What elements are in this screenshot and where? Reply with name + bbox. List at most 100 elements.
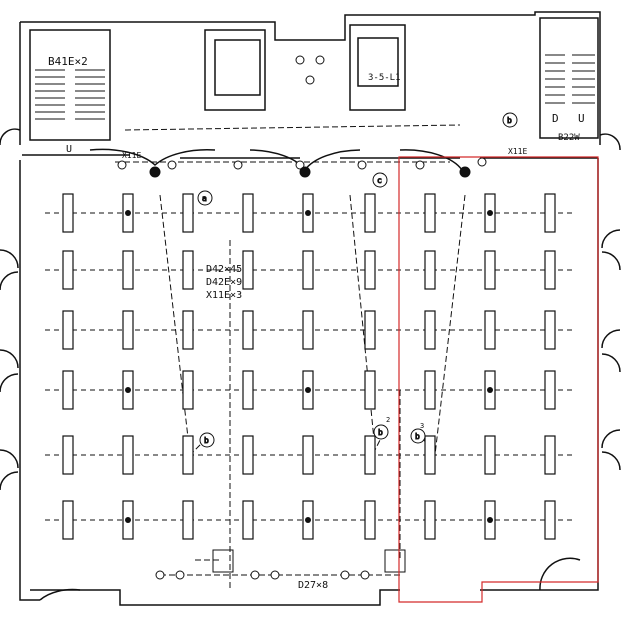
stair-treads <box>35 54 595 120</box>
light-fixture <box>544 500 556 540</box>
light-outlet <box>360 570 370 580</box>
light-fixture <box>364 435 376 475</box>
light-fixture <box>302 250 314 290</box>
circuit-marker <box>199 432 215 448</box>
light-outlet <box>315 55 325 65</box>
light-fixture <box>544 310 556 350</box>
label-stair-left: B41E×2 <box>48 55 88 68</box>
label-main-2: D42E×9 <box>206 277 242 288</box>
light-fixture <box>364 250 376 290</box>
fixture-junction <box>125 387 131 393</box>
circuit-marker-label: b <box>507 116 512 125</box>
circuit-marker <box>372 172 388 188</box>
label-panel: 3-5-L1 <box>368 73 401 83</box>
exit-light <box>299 166 311 178</box>
light-fixture <box>424 310 436 350</box>
light-fixture <box>122 435 134 475</box>
circuit-marker <box>502 112 518 128</box>
light-fixture <box>122 310 134 350</box>
fixture-junction <box>487 517 493 523</box>
light-fixture <box>182 193 194 233</box>
label-door-d: D <box>552 112 559 125</box>
circuit-marker-label: b <box>204 436 209 445</box>
light-fixture <box>122 250 134 290</box>
label-exit-right: X11E <box>508 147 527 156</box>
light-fixture <box>182 500 194 540</box>
light-outlet <box>175 570 185 580</box>
light-fixture <box>424 500 436 540</box>
label-door-u2: U <box>66 144 72 155</box>
light-outlet <box>340 570 350 580</box>
light-fixture <box>242 370 254 410</box>
light-outlet <box>233 160 243 170</box>
light-fixture <box>182 370 194 410</box>
circuit-marker-label: b <box>378 428 383 437</box>
light-fixture <box>62 500 74 540</box>
light-fixture <box>242 435 254 475</box>
light-outlet <box>415 160 425 170</box>
light-outlet <box>477 157 487 167</box>
light-outlet <box>295 160 305 170</box>
label-bottom: D27×8 <box>298 580 328 591</box>
light-fixture <box>484 250 496 290</box>
light-fixture <box>302 310 314 350</box>
light-fixture <box>364 500 376 540</box>
exit-light <box>149 166 161 178</box>
label-main-3: X11E×3 <box>206 290 242 301</box>
light-outlet <box>270 570 280 580</box>
light-fixture <box>424 435 436 475</box>
fixture-junction <box>125 517 131 523</box>
light-fixture <box>484 310 496 350</box>
light-fixture <box>424 193 436 233</box>
fixture-junction <box>305 210 311 216</box>
fixture-junction <box>487 387 493 393</box>
light-fixture <box>364 310 376 350</box>
light-fixture <box>242 500 254 540</box>
light-fixture <box>364 193 376 233</box>
light-fixture <box>302 435 314 475</box>
light-fixture <box>544 193 556 233</box>
light-fixture <box>242 250 254 290</box>
light-outlet <box>117 160 127 170</box>
light-fixture <box>62 250 74 290</box>
light-fixture <box>544 370 556 410</box>
label-circuit-3: 3 <box>420 422 424 430</box>
panel-box-2 <box>384 549 406 573</box>
label-main-1: D42×45 <box>206 264 242 275</box>
fixture-junction <box>125 210 131 216</box>
label-stair-right: B22W <box>558 133 580 143</box>
light-fixture <box>424 370 436 410</box>
light-outlet <box>250 570 260 580</box>
circuit-marker-label: c <box>377 176 382 185</box>
light-fixture <box>364 370 376 410</box>
light-fixture <box>62 310 74 350</box>
circuit-marker <box>197 190 213 206</box>
circuit-marker <box>410 428 426 444</box>
light-fixture <box>242 193 254 233</box>
highlight-region <box>398 156 599 603</box>
light-outlet <box>155 570 165 580</box>
light-fixture <box>242 310 254 350</box>
light-fixture <box>544 435 556 475</box>
light-outlet <box>295 55 305 65</box>
fixture-junction <box>305 387 311 393</box>
light-fixture <box>544 250 556 290</box>
exit-light <box>459 166 471 178</box>
label-circuit-2: 2 <box>386 416 390 424</box>
light-fixture <box>484 435 496 475</box>
light-fixture <box>182 435 194 475</box>
circuit-marker <box>373 424 389 440</box>
light-fixture <box>182 310 194 350</box>
circuit-marker-label: b <box>415 432 420 441</box>
light-outlet <box>357 160 367 170</box>
light-fixture <box>62 193 74 233</box>
label-door-u: U <box>578 112 585 125</box>
light-fixture <box>62 370 74 410</box>
light-outlet <box>305 75 315 85</box>
light-outlet <box>167 160 177 170</box>
fixture-grid <box>45 193 575 540</box>
light-fixture <box>182 250 194 290</box>
light-fixture <box>62 435 74 475</box>
fixture-junction <box>305 517 311 523</box>
